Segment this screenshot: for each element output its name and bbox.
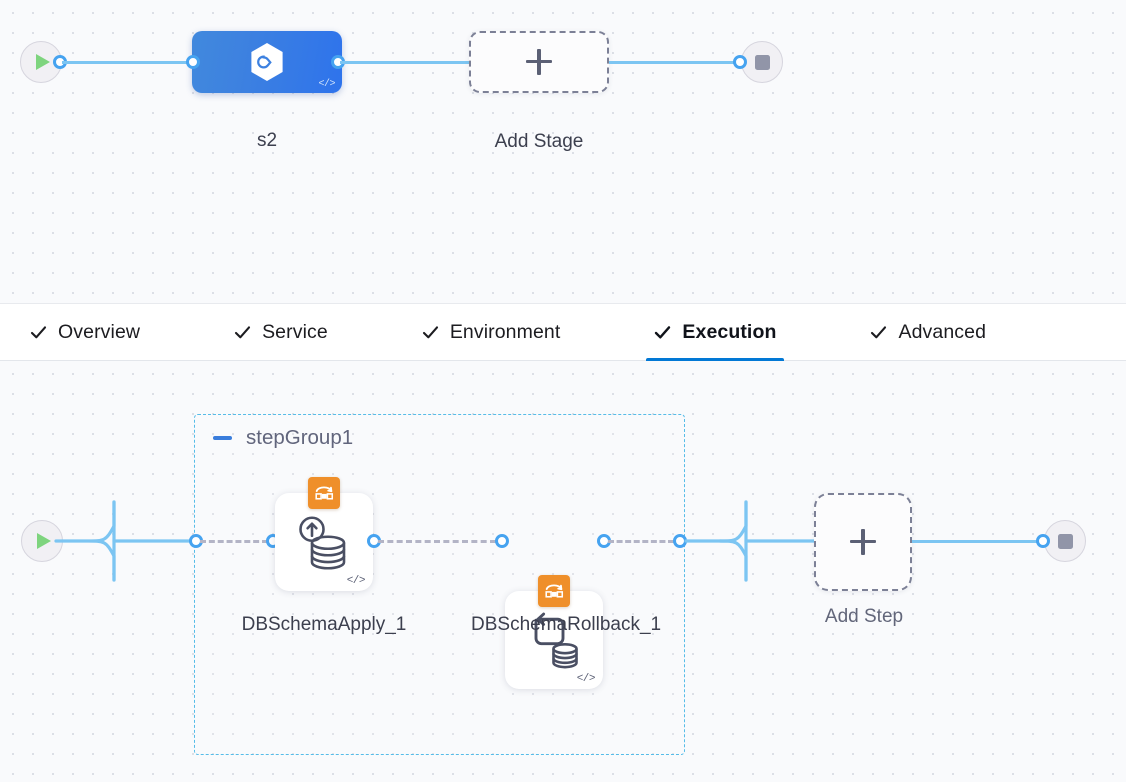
connector-s2-to-add-stage [340,60,470,64]
play-icon [37,533,51,549]
add-stage-button[interactable] [469,31,609,93]
stage-in-port[interactable] [186,55,200,69]
tab-label: Service [262,320,328,343]
plus-icon [850,529,876,555]
connector-start-to-s2 [62,60,204,64]
add-step-button[interactable] [814,493,912,591]
step-group-title: stepGroup1 [246,426,354,449]
step-label-dbschemarollback: DBSchemaRollback_1 [471,614,662,635]
step-group-container[interactable]: stepGroup1 [194,414,685,755]
tab-service[interactable]: Service [218,304,344,360]
step-node-dbschemarollback[interactable]: </> [505,575,603,689]
stop-icon [754,54,770,70]
tab-label: Environment [449,320,561,343]
execution-end-port[interactable] [1036,534,1050,548]
minus-icon[interactable] [213,436,232,440]
execution-end-node[interactable] [1044,520,1086,562]
stage-end-node[interactable] [741,41,783,83]
connector-group-entry-to-step1 [200,540,268,543]
tab-advanced[interactable]: Advanced [854,304,1002,360]
stage-config-tabs: Overview Service Environment Execution A [0,303,1126,361]
step2-in-port[interactable] [495,534,509,548]
step-code-badge: </> [576,673,596,685]
stage-node-s2[interactable]: </> [192,31,342,93]
connector-step1-to-step2 [378,540,496,543]
database-apply-icon [299,516,346,570]
connector-start-to-group [54,500,202,582]
db-schema-migration-badge-icon [308,477,340,509]
tab-label: Advanced [898,320,987,343]
step-group-header[interactable]: stepGroup1 [213,426,353,450]
tab-environment[interactable]: Environment [406,304,577,360]
deployment-hexagon-icon [251,43,283,81]
connector-step2-to-group-exit [608,540,674,543]
check-icon [30,324,47,341]
check-icon [870,324,887,341]
execution-canvas[interactable]: stepGroup1 [0,361,1126,782]
tab-label: Overview [58,320,141,343]
plus-icon [526,49,552,75]
database-rollback-icon [534,612,578,669]
connector-add-step-to-end [912,539,1049,543]
add-step-label: Add Step [824,606,904,627]
connector-add-stage-to-end [609,60,749,64]
check-icon [422,324,439,341]
step-node-dbschemaapply[interactable]: </> [275,477,373,591]
tab-label: Execution [682,320,777,343]
execution-start-node[interactable] [21,520,63,562]
check-icon [654,324,671,341]
stage-code-badge: </> [318,79,335,90]
connector-group-to-add-step [684,500,816,582]
stop-icon [1057,533,1073,549]
step-label-dbschemaapply: DBSchemaApply_1 [241,614,407,635]
db-schema-migration-badge-icon [538,575,570,607]
stage-canvas[interactable]: </> s2 Add Stage [0,0,1126,303]
add-stage-label: Add Stage [494,131,584,152]
step-code-badge: </> [346,575,366,587]
tab-execution[interactable]: Execution [638,304,792,361]
tab-overview[interactable]: Overview [14,304,156,360]
play-icon [36,54,50,70]
check-icon [234,324,251,341]
stage-end-port[interactable] [733,55,747,69]
stage-label-s2: s2 [256,130,278,151]
